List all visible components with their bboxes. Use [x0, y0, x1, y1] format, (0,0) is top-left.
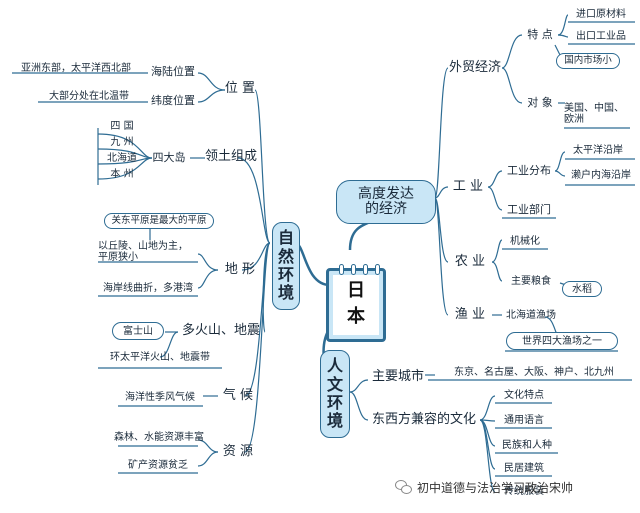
node-four-islands: 四大岛	[152, 150, 186, 164]
leaf-pacific-coast: 太平洋沿岸	[573, 145, 623, 156]
leaf-hokkaido-fishery: 北海道渔场	[506, 309, 556, 321]
node-major-cities: 主要城市	[371, 368, 424, 384]
wechat-icon	[395, 480, 412, 494]
node-sea-land-position: 海陆位置	[151, 64, 195, 78]
watermark-text: 初中道德与法治学习政治宋帅	[417, 480, 574, 495]
leaf-monsoon-climate: 海洋性季风气候	[125, 392, 195, 403]
node-industry-sectors: 工业部门	[507, 202, 551, 216]
center-node-japan: 日 本	[326, 264, 386, 342]
leaf-island: 九 州	[110, 137, 134, 148]
leaf-island: 四 国	[110, 121, 134, 132]
leaf-mechanization: 机械化	[510, 235, 540, 247]
leaf-staple-grain: 主要粮食	[511, 275, 551, 287]
node-position: 位 置	[224, 80, 256, 96]
leaf-hills-mountains: 以丘陵、山地为主，平原狭小	[98, 241, 188, 263]
node-territory: 领土组成	[204, 148, 257, 164]
leaf-east-asia: 亚洲东部，太平洋西北部	[21, 63, 131, 74]
node-volcano-earthquake: 多火山、地震	[181, 322, 260, 338]
leaf-forest-water: 森林、水能资源丰富	[114, 432, 204, 443]
node-resources: 资 源	[222, 443, 254, 459]
leaf-culture-item: 民族和人种	[502, 439, 552, 451]
node-agriculture: 农 业	[454, 253, 486, 269]
leaf-import-materials: 进口原材料	[576, 9, 626, 20]
leaf-partner-countries: 美国、中国、欧洲	[564, 103, 624, 125]
node-fishery: 渔 业	[454, 306, 486, 322]
watermark: 初中道德与法治学习政治宋帅	[395, 476, 635, 498]
note-kanto-plain: 关东平原是最大的平原	[104, 213, 214, 229]
leaf-city-list: 东京、名古屋、大阪、神户、北九州	[454, 367, 614, 378]
nature-environment-label: 自然环境	[272, 222, 300, 310]
ring-icon	[351, 264, 356, 275]
node-trade-features: 特 点	[527, 27, 553, 41]
leaf-world-four-fisheries: 世界四大渔场之一	[506, 332, 618, 350]
node-industry-distribution: 工业分布	[507, 163, 551, 177]
leaf-north-temperate: 大部分处在北温带	[49, 91, 129, 102]
center-char-2: 本	[347, 306, 365, 327]
node-foreign-trade: 外贸经济	[448, 59, 501, 75]
leaf-mount-fuji: 富士山	[112, 322, 164, 340]
node-climate: 气 候	[222, 387, 254, 403]
leaf-island: 本 州	[110, 169, 134, 180]
node-east-west-culture: 东西方兼容的文化	[371, 411, 476, 427]
ring-icon	[339, 264, 344, 275]
note-rice: 水稻	[562, 281, 602, 297]
culture-environment-label: 人文环境	[320, 350, 350, 438]
leaf-seto-inland-sea: 濑户内海沿岸	[571, 170, 631, 181]
leaf-mineral-poor: 矿产资源贫乏	[128, 460, 188, 471]
leaf-culture-item: 传统服装	[504, 485, 544, 497]
leaf-pacific-ring: 环太平洋火山、地震带	[110, 352, 210, 363]
leaf-coastline: 海岸线曲折，多港湾	[103, 283, 193, 294]
node-industry: 工 业	[452, 178, 484, 194]
ring-icon	[375, 264, 380, 275]
leaf-culture-item: 民居建筑	[504, 462, 544, 474]
center-char-1: 日	[347, 280, 365, 301]
node-terrain: 地 形	[224, 261, 256, 277]
economy-node: 高度发达的经济	[336, 180, 436, 224]
leaf-culture-item: 文化特点	[504, 389, 544, 401]
node-latitude-position: 纬度位置	[151, 93, 195, 107]
leaf-island: 北海道	[107, 153, 137, 164]
note-small-domestic-market: 国内市场小	[556, 53, 620, 69]
ring-icon	[363, 264, 368, 275]
leaf-culture-item: 通用语言	[504, 414, 544, 426]
leaf-export-goods: 出口工业品	[576, 31, 626, 42]
node-trade-partners: 对 象	[527, 95, 553, 109]
